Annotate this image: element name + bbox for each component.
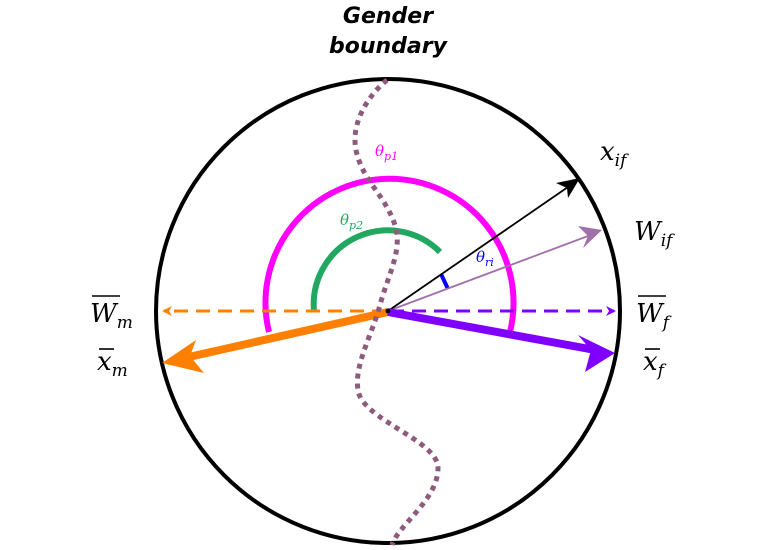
- theta-p1-arc: [262, 175, 517, 333]
- x-if-sub: if: [615, 151, 629, 171]
- theta-p2-arc: [310, 227, 443, 312]
- w-m-bar-base: W: [90, 299, 119, 329]
- x-m-bar-base: x: [97, 347, 112, 377]
- x-f-bar-vector: [387, 308, 596, 354]
- w-if-label: Wif: [634, 217, 675, 251]
- x-m-bar-sub: m: [112, 361, 128, 381]
- w-if-base: W: [634, 217, 663, 247]
- x-f-bar-base: x: [643, 347, 658, 377]
- x-if-label: xif: [600, 137, 629, 171]
- x-m-bar-label: xm: [97, 347, 128, 381]
- title-line-1: Gender: [343, 4, 434, 29]
- x-m-bar-arrowhead: [162, 340, 204, 373]
- w-if-sub: if: [661, 231, 675, 251]
- theta-p2-label: θp2: [340, 211, 363, 232]
- theta-p1-base: θ: [375, 142, 384, 160]
- theta-ri-base: θ: [476, 248, 485, 266]
- origin-point: [385, 308, 391, 314]
- w-f-bar-base: W: [636, 299, 665, 329]
- theta-p1-label: θp1: [375, 142, 398, 163]
- w-f-bar-label: Wf: [636, 299, 672, 333]
- x-if-arrowhead: [556, 178, 580, 198]
- unit-circle: [154, 77, 622, 545]
- w-if-vector: [387, 235, 589, 312]
- theta-ri-mark: [439, 273, 450, 290]
- theta-ri-sub: ri: [485, 256, 494, 269]
- x-f-bar-label: xf: [643, 347, 667, 381]
- theta-ri-label: θri: [476, 248, 494, 269]
- title-line-2: boundary: [329, 34, 449, 59]
- x-if-vector: [387, 186, 569, 312]
- w-m-bar-sub: m: [117, 313, 133, 333]
- w-m-bar-label: Wm: [90, 299, 133, 333]
- x-m-bar-vector: [179, 308, 389, 363]
- w-f-bar-sub: f: [661, 313, 672, 333]
- theta-p2-sub: p2: [349, 219, 363, 232]
- x-if-base: x: [600, 137, 615, 167]
- w-if-arrowhead: [578, 226, 602, 248]
- gender-boundary-curve: [352, 78, 441, 546]
- theta-p2-base: θ: [340, 211, 349, 229]
- theta-p1-sub: p1: [384, 150, 398, 163]
- x-f-bar-sub: f: [656, 361, 667, 381]
- x-f-bar-arrowhead: [578, 335, 615, 372]
